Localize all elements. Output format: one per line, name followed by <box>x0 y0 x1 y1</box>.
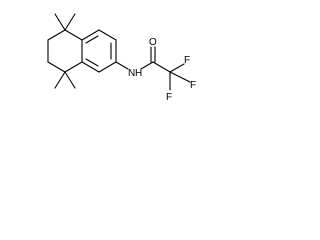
amide-group <box>115 46 171 73</box>
atom-label-hydrogen: H <box>135 68 142 79</box>
bond-ring-bottom-inner <box>85 58 99 67</box>
bond-ring-n <box>115 61 129 70</box>
bond-c7-c8 <box>47 61 66 73</box>
atom-label-nitrogen: N <box>128 68 135 79</box>
bond-ring-top-inner <box>85 35 99 44</box>
atom-label-oxygen: O <box>149 37 157 48</box>
bond-carbonyl-cf3 <box>152 61 171 73</box>
atom-label-fluorine-right: F <box>190 80 196 91</box>
bond-c5-c6 <box>47 29 66 41</box>
bond-methyl-top-right <box>64 13 76 31</box>
bond-methyl-top-left <box>54 13 66 31</box>
molecule-structure: O N H F F F <box>47 13 196 103</box>
bond-c-f-top <box>169 63 185 73</box>
bond-ring-top-right <box>98 29 117 41</box>
bond-c-f-right <box>169 71 191 83</box>
bond-ring-bottom-right <box>98 61 117 73</box>
bond-c5-c4a <box>64 29 83 41</box>
bond-methyl-bottom-left <box>54 71 66 89</box>
trifluoromethyl-group <box>169 63 191 91</box>
saturated-ring <box>47 29 83 73</box>
atom-label-fluorine-top: F <box>184 55 190 66</box>
methyl-groups <box>54 13 76 89</box>
bond-methyl-bottom-right <box>64 71 76 89</box>
bond-c8-c8a <box>64 61 83 73</box>
structure-canvas: O N H F F F <box>0 0 225 122</box>
aromatic-ring <box>81 29 117 73</box>
atom-label-fluorine-bottom: F <box>166 92 172 103</box>
bond-ring-top <box>81 29 100 41</box>
bond-n-carbonyl <box>140 61 154 70</box>
bond-ring-bottom-left <box>81 61 100 73</box>
